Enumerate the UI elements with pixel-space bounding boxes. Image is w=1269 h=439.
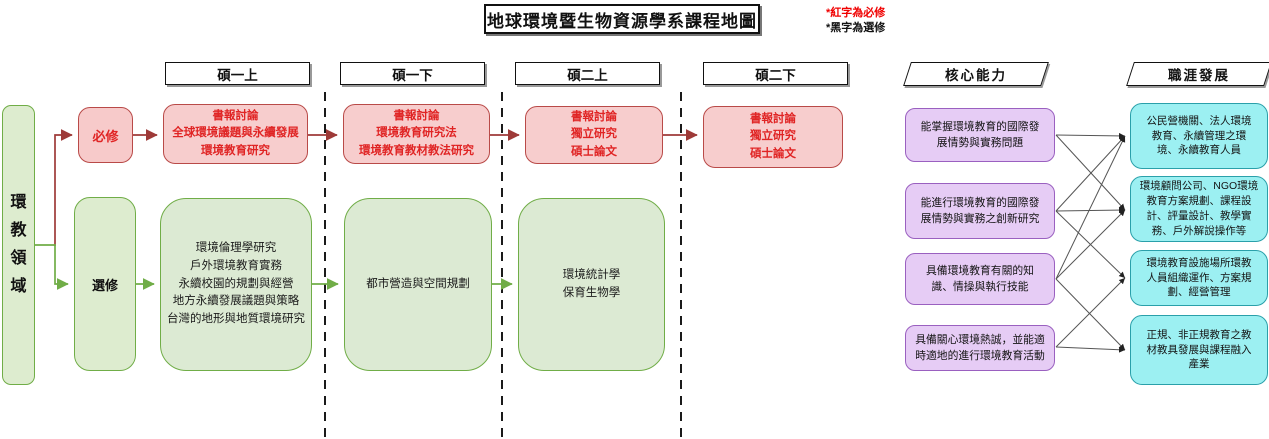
career-development-header: 職涯發展: [1126, 62, 1269, 86]
competency-box-1: 能掌握環境教育的國際發 展情勢與實務問題: [905, 108, 1055, 162]
career-box-3: 環境教育設施場所環教 人員組織運作、方案規 劃、經營管理: [1130, 250, 1268, 306]
competency-career-connector: [1055, 132, 1126, 139]
competency-career-connector: [1055, 207, 1126, 214]
career-box-2: 環境顧問公司、NGO環境 教育方案規劃、課程設 計、評量設計、教學實 務、戶外解…: [1130, 176, 1268, 242]
elective-course-box-3: 環境統計學 保育生物學: [518, 198, 665, 371]
required-course-box-1: 書報討論 全球環境議題與永續發展 環境教育研究: [163, 104, 308, 164]
domain-label: 環 教 領 域: [2, 105, 35, 385]
elective-course-box-1: 環境倫理學研究 戶外環境教育實務 永續校園的規劃與經營 地方永續發展議題與策略 …: [160, 198, 312, 371]
branch-elective: 選修: [74, 197, 136, 371]
competency-box-2: 能進行環境教育的國際發 展情勢與實務之創新研究: [905, 183, 1055, 239]
competency-career-connector: [1055, 135, 1126, 212]
competency-career-connector: [1055, 135, 1126, 280]
core-competency-header: 核心能力: [903, 62, 1049, 86]
core-competency-header-label: 核心能力: [945, 68, 1007, 83]
required-course-box-2: 書報討論 環境教育研究法 環境教育教材教法研究: [343, 104, 490, 164]
competency-career-connector: [1055, 134, 1126, 211]
competency-career-connector: [1055, 277, 1126, 348]
legend: *紅字為必修 *黑字為選修: [826, 6, 885, 36]
semester-header-1: 碩一上: [165, 62, 310, 85]
competency-career-connector: [1055, 278, 1126, 351]
branch-required-line: [54, 129, 73, 246]
career-box-1: 公民營機關、法人環境 教育、永續管理之環 境、永續教育人員: [1130, 103, 1268, 169]
branch-required: 必修: [78, 107, 133, 163]
legend-elective-note: *黑字為選修: [826, 21, 886, 34]
competency-career-connector: [1055, 209, 1126, 280]
branch-elective-line: [54, 244, 69, 290]
required-course-box-4: 書報討論 獨立研究 碩士論文: [703, 106, 843, 168]
legend-required-note: *紅字為必修: [826, 7, 886, 19]
competency-career-connector: [1055, 346, 1126, 353]
required-course-box-3: 書報討論 獨立研究 碩士論文: [525, 106, 663, 164]
career-development-header-label: 職涯發展: [1168, 68, 1230, 83]
semester-header-3: 碩二上: [515, 62, 660, 85]
elective-course-box-2: 都市營造與空間規劃: [344, 198, 492, 371]
semester-header-4: 碩二下: [703, 62, 848, 85]
semester-header-2: 碩一下: [340, 62, 485, 85]
page-title: 地球環境暨生物資源學系課程地圖: [484, 4, 760, 34]
competency-box-3: 具備環境教育有關的知 識、情操與執行技能: [905, 253, 1055, 305]
competency-box-4: 具備關心環境熱誠，並能適 時適地的進行環境教育活動: [905, 325, 1055, 371]
career-box-4: 正規、非正規教育之教 材教具發展與課程融入 產業: [1130, 315, 1268, 385]
